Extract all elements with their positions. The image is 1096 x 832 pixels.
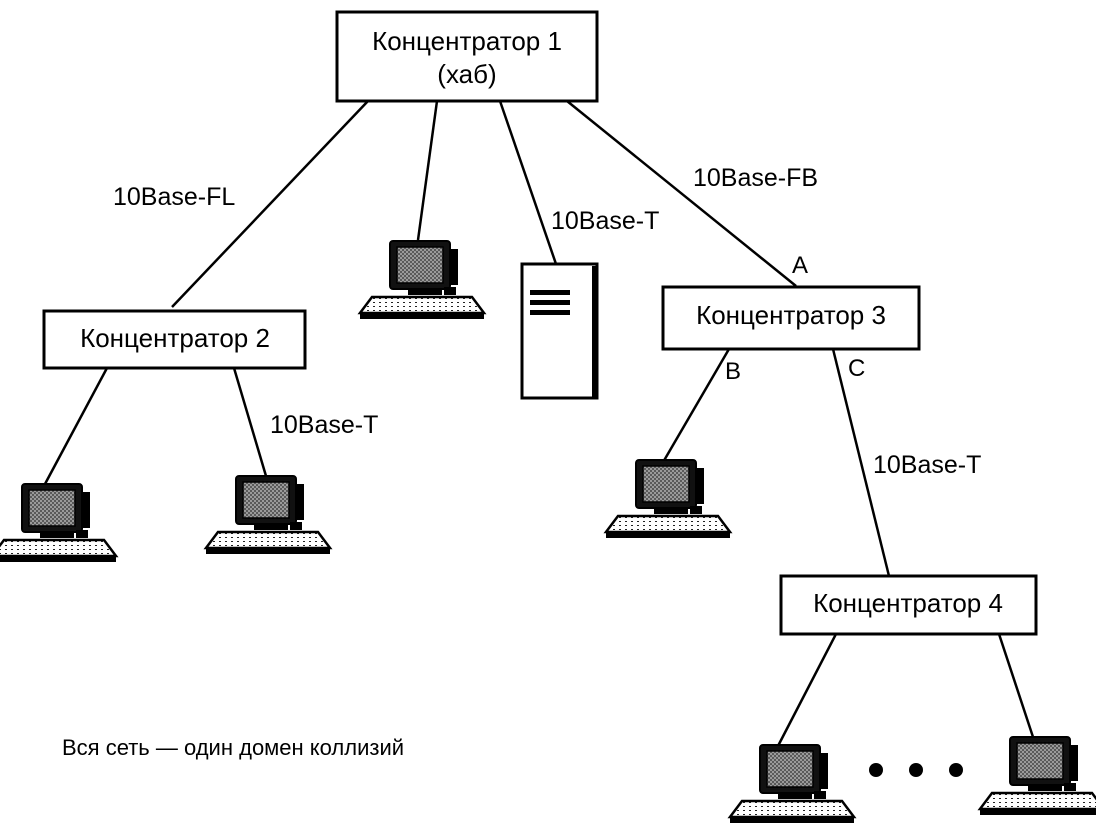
hub-2-title: Концентратор 2: [80, 323, 270, 353]
wire-hub3-pc: [660, 348, 731, 465]
link-label-hub1-server: 10Base-T: [551, 207, 659, 235]
link-label-hub3-hub4: 10Base-T: [873, 451, 981, 479]
hub-1-subtitle: (хаб): [437, 59, 496, 89]
port-label-c: C: [848, 355, 865, 382]
diagram-caption: Вся сеть — один домен коллизий: [62, 735, 404, 760]
wire-hub1-hub3: [566, 100, 797, 287]
hub-3: Концентратор 3: [661, 285, 921, 351]
computer-icon: [204, 474, 332, 556]
link-label-hub2-pc: 10Base-T: [270, 411, 378, 439]
hub-4-title: Концентратор 4: [813, 588, 1003, 618]
hub-2: Концентратор 2: [42, 309, 307, 370]
port-label-a: A: [792, 252, 808, 279]
wire-hub1-pc1: [416, 100, 439, 241]
more-computers-ellipsis: [869, 763, 963, 777]
wire-hub1-server: [498, 100, 558, 265]
wire-hub2-pc-left: [43, 367, 109, 485]
wire-hub4-pc-left: [776, 633, 838, 747]
computer-icon: [728, 743, 856, 825]
hub-1: Концентратор 1 (хаб): [335, 10, 599, 103]
wire-hub3-hub4: [831, 348, 891, 577]
link-label-hub1-hub2: 10Base-FL: [113, 183, 235, 211]
hub-3-title: Концентратор 3: [696, 300, 886, 330]
computer-icon: [358, 239, 486, 321]
hub-4: Концентратор 4: [779, 574, 1038, 636]
computer-icon: [604, 458, 732, 540]
wire-hub4-pc-right: [997, 633, 1035, 738]
wire-hub2-pc-right: [232, 367, 268, 477]
wire-hub1-hub2: [171, 100, 369, 308]
port-label-b: B: [725, 358, 741, 385]
server-icon: [520, 262, 599, 400]
computer-icon: [978, 735, 1096, 817]
link-label-hub1-hub3: 10Base-FB: [693, 164, 818, 192]
hub-1-title: Концентратор 1: [372, 26, 562, 56]
computer-icon: [0, 482, 118, 564]
